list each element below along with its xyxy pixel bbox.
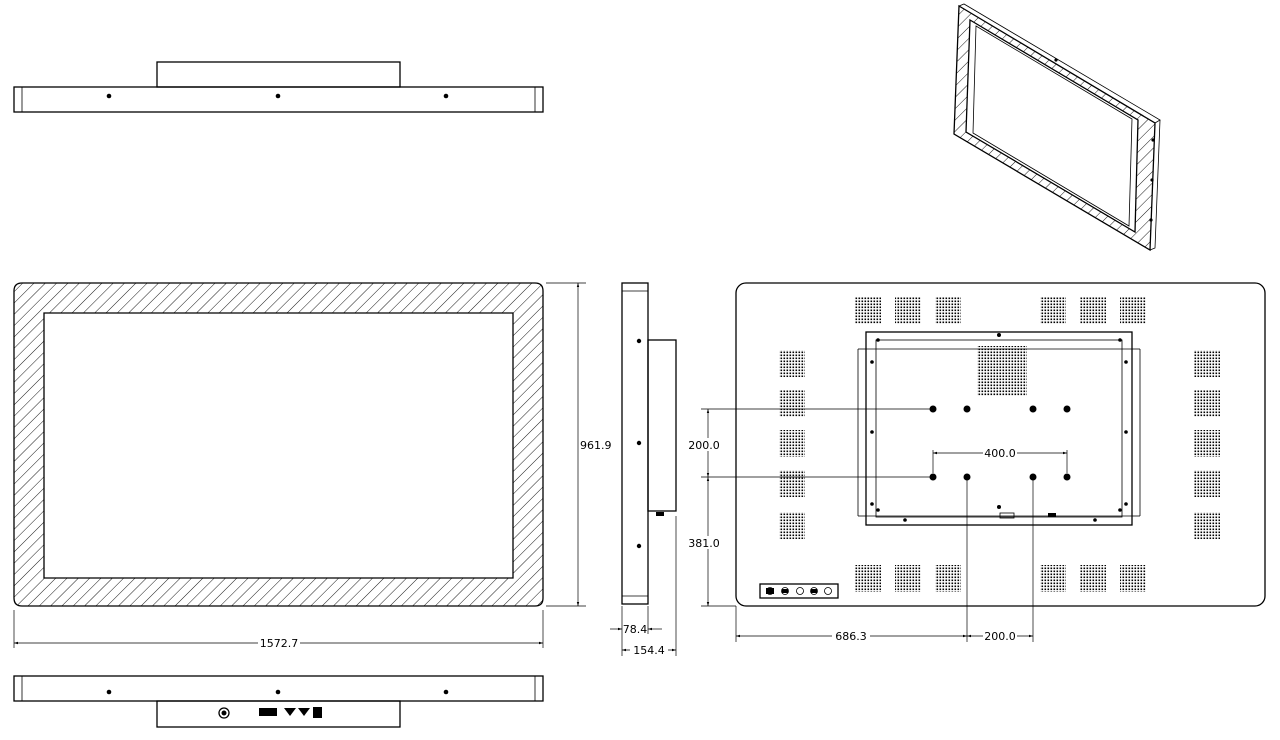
back-vesa-horizontal-dimension: 400.0: [932, 446, 1068, 473]
side-depth-min-label: 78.4: [623, 623, 648, 636]
side-view: [621, 282, 677, 605]
front-height-label: 961.9: [580, 439, 612, 452]
vent-grilles: [779, 297, 1220, 592]
back-vesa-bottom-dimension: 200.0: [967, 629, 1033, 643]
side-depth-max-label: 154.4: [633, 644, 665, 657]
back-left-offset-dimension: 686.3: [735, 477, 1034, 643]
front-width-dimension: 1572.7: [13, 610, 544, 650]
front-view: [13, 282, 544, 607]
back-bottom-offset-dimension: 381.0: [688, 477, 736, 607]
back-vesa-horizontal-label: 400.0: [984, 447, 1016, 460]
front-width-label: 1572.7: [260, 637, 299, 650]
back-vesa-bottom-label: 200.0: [984, 630, 1016, 643]
front-height-dimension: 961.9: [546, 282, 612, 607]
isometric-view: [953, 3, 1161, 252]
back-left-offset-label: 686.3: [835, 630, 867, 643]
frame-screws: [870, 333, 1128, 522]
back-view: [735, 282, 1266, 607]
side-depth-dimensions: 78.4 154.4: [610, 516, 677, 657]
back-bottom-offset-label: 381.0: [688, 537, 720, 550]
vesa-holes: [929, 405, 1071, 481]
back-vesa-vertical-label: 200.0: [688, 439, 720, 452]
bottom-view: [13, 675, 544, 728]
top-view: [13, 61, 544, 113]
io-panel: [759, 583, 839, 599]
back-vesa-vertical-dimension: 200.0: [688, 408, 933, 478]
